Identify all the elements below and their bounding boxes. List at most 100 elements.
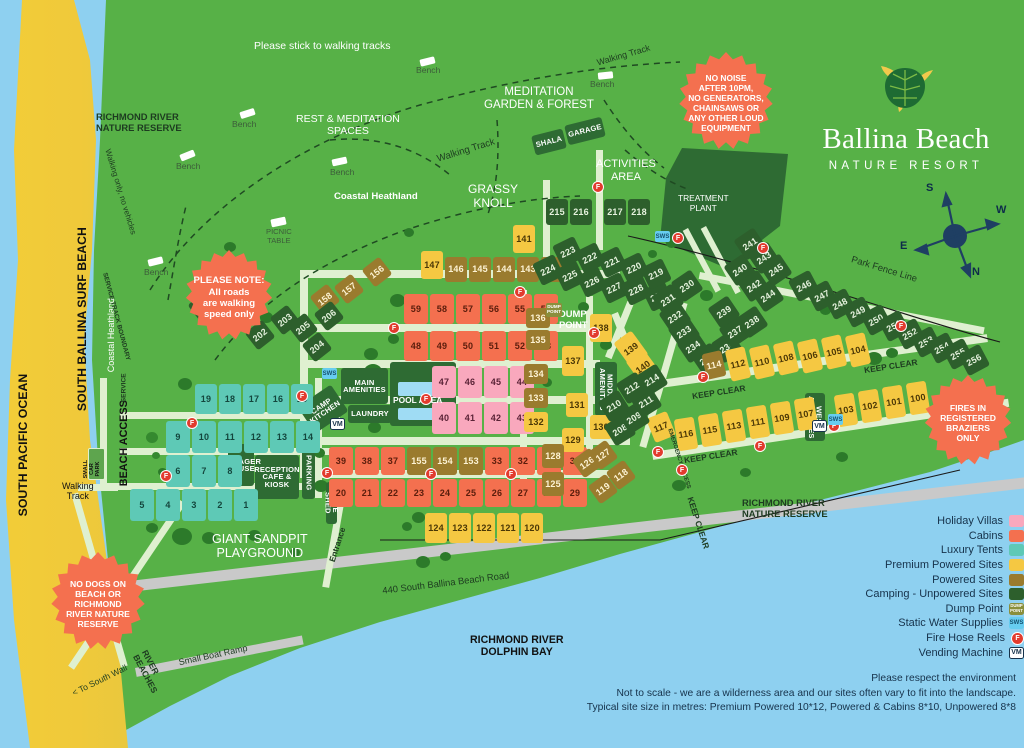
- fire-hose-icon[interactable]: F: [425, 468, 437, 480]
- fire-hose-icon[interactable]: F: [160, 470, 172, 482]
- fire-hose-icon[interactable]: F: [388, 322, 400, 334]
- site-plot[interactable]: 125: [542, 472, 564, 496]
- site-plot[interactable]: 12: [244, 421, 268, 453]
- site-plot[interactable]: 29: [563, 479, 587, 507]
- site-plot[interactable]: 215: [546, 199, 568, 225]
- site-plot[interactable]: 5: [130, 489, 154, 521]
- site-plot[interactable]: 17: [243, 384, 265, 414]
- site-plot[interactable]: 58: [430, 294, 454, 324]
- site-plot[interactable]: 37: [381, 447, 405, 475]
- site-plot[interactable]: 8: [218, 455, 242, 487]
- site-plot[interactable]: 133: [524, 388, 548, 408]
- fire-hose-icon[interactable]: F: [754, 440, 766, 452]
- fire-hose-icon[interactable]: F: [505, 468, 517, 480]
- site-plot[interactable]: 121: [497, 513, 519, 543]
- site-plot[interactable]: 51: [482, 331, 506, 361]
- site-plot[interactable]: 4: [156, 489, 180, 521]
- fire-hose-icon[interactable]: F: [757, 242, 769, 254]
- tree-icon: [364, 348, 378, 360]
- site-plot[interactable]: 21: [355, 479, 379, 507]
- site-number: 110: [753, 354, 771, 369]
- site-plot[interactable]: 48: [404, 331, 428, 361]
- building-block[interactable]: PARKING: [302, 447, 315, 499]
- site-plot[interactable]: 153: [459, 447, 483, 475]
- fire-hose-icon[interactable]: F: [321, 467, 333, 479]
- site-plot[interactable]: 217: [604, 199, 626, 225]
- site-plot[interactable]: 19: [195, 384, 217, 414]
- fire-hose-icon[interactable]: F: [895, 320, 907, 332]
- site-plot[interactable]: 49: [430, 331, 454, 361]
- site-plot[interactable]: 131: [566, 393, 588, 417]
- site-plot[interactable]: 141: [513, 225, 535, 253]
- site-plot[interactable]: 128: [542, 444, 564, 468]
- fire-hose-icon[interactable]: F: [514, 286, 526, 298]
- site-plot[interactable]: 123: [449, 513, 471, 543]
- site-plot[interactable]: 38: [355, 447, 379, 475]
- site-number: 112: [729, 356, 747, 371]
- fire-hose-icon[interactable]: F: [186, 417, 198, 429]
- site-plot[interactable]: 218: [628, 199, 650, 225]
- building-block[interactable]: MAIN AMENITIES: [341, 368, 388, 404]
- site-plot[interactable]: 136: [526, 308, 550, 328]
- site-plot[interactable]: 39: [329, 447, 353, 475]
- fire-hose-icon[interactable]: F: [697, 371, 709, 383]
- site-plot[interactable]: 11: [218, 421, 242, 453]
- fire-hose-icon[interactable]: F: [588, 327, 600, 339]
- site-plot[interactable]: 3: [182, 489, 206, 521]
- site-plot[interactable]: 18: [219, 384, 241, 414]
- site-plot[interactable]: 50: [456, 331, 480, 361]
- site-plot[interactable]: 1: [234, 489, 258, 521]
- fire-hose-icon[interactable]: F: [420, 393, 432, 405]
- site-plot[interactable]: 27: [511, 479, 535, 507]
- site-plot[interactable]: 130: [590, 415, 612, 439]
- vending-machine-icon[interactable]: VM: [330, 418, 345, 430]
- site-plot[interactable]: 154: [433, 447, 457, 475]
- site-plot[interactable]: 40: [432, 402, 456, 434]
- site-plot[interactable]: 47: [432, 366, 456, 398]
- tree-icon: [404, 228, 414, 237]
- site-plot[interactable]: 24: [433, 479, 457, 507]
- site-plot[interactable]: 120: [521, 513, 543, 543]
- site-plot[interactable]: 42: [484, 402, 508, 434]
- site-plot[interactable]: 129: [562, 428, 584, 452]
- site-plot[interactable]: 2: [208, 489, 232, 521]
- site-plot[interactable]: 23: [407, 479, 431, 507]
- site-plot[interactable]: 20: [329, 479, 353, 507]
- site-plot[interactable]: 56: [482, 294, 506, 324]
- site-number: 133: [528, 392, 544, 403]
- site-plot[interactable]: 25: [459, 479, 483, 507]
- site-plot[interactable]: 216: [570, 199, 592, 225]
- vending-machine-icon[interactable]: VM: [812, 420, 827, 432]
- fire-hose-icon[interactable]: F: [676, 464, 688, 476]
- richmond-reserve-bottom-label: RICHMOND RIVER NATURE RESERVE: [742, 497, 828, 519]
- site-plot[interactable]: 13: [270, 421, 294, 453]
- site-plot[interactable]: 144: [493, 257, 515, 282]
- building-block[interactable]: RECEPTION CAFE & KIOSK: [254, 455, 300, 499]
- fire-hose-icon[interactable]: F: [652, 446, 664, 458]
- site-plot[interactable]: 16: [267, 384, 289, 414]
- site-plot[interactable]: 124: [425, 513, 447, 543]
- site-plot[interactable]: 14: [296, 421, 320, 453]
- site-plot[interactable]: 22: [381, 479, 405, 507]
- site-plot[interactable]: 59: [404, 294, 428, 324]
- site-plot[interactable]: 135: [526, 330, 550, 350]
- site-plot[interactable]: 122: [473, 513, 495, 543]
- building-block[interactable]: LAUNDRY: [348, 405, 392, 423]
- site-plot[interactable]: 146: [445, 257, 467, 282]
- site-plot[interactable]: 9: [166, 421, 190, 453]
- site-plot[interactable]: 147: [421, 251, 443, 279]
- site-plot[interactable]: 46: [458, 366, 482, 398]
- site-plot[interactable]: 45: [484, 366, 508, 398]
- site-plot[interactable]: 132: [524, 412, 548, 432]
- site-plot[interactable]: 134: [524, 364, 548, 384]
- fire-hose-icon[interactable]: F: [592, 181, 604, 193]
- road: [120, 412, 340, 419]
- site-plot[interactable]: 145: [469, 257, 491, 282]
- site-plot[interactable]: 26: [485, 479, 509, 507]
- site-plot[interactable]: 7: [192, 455, 216, 487]
- site-plot[interactable]: 57: [456, 294, 480, 324]
- fire-hose-icon[interactable]: F: [672, 232, 684, 244]
- fire-hose-icon[interactable]: F: [296, 390, 308, 402]
- site-plot[interactable]: 137: [562, 346, 584, 376]
- site-plot[interactable]: 41: [458, 402, 482, 434]
